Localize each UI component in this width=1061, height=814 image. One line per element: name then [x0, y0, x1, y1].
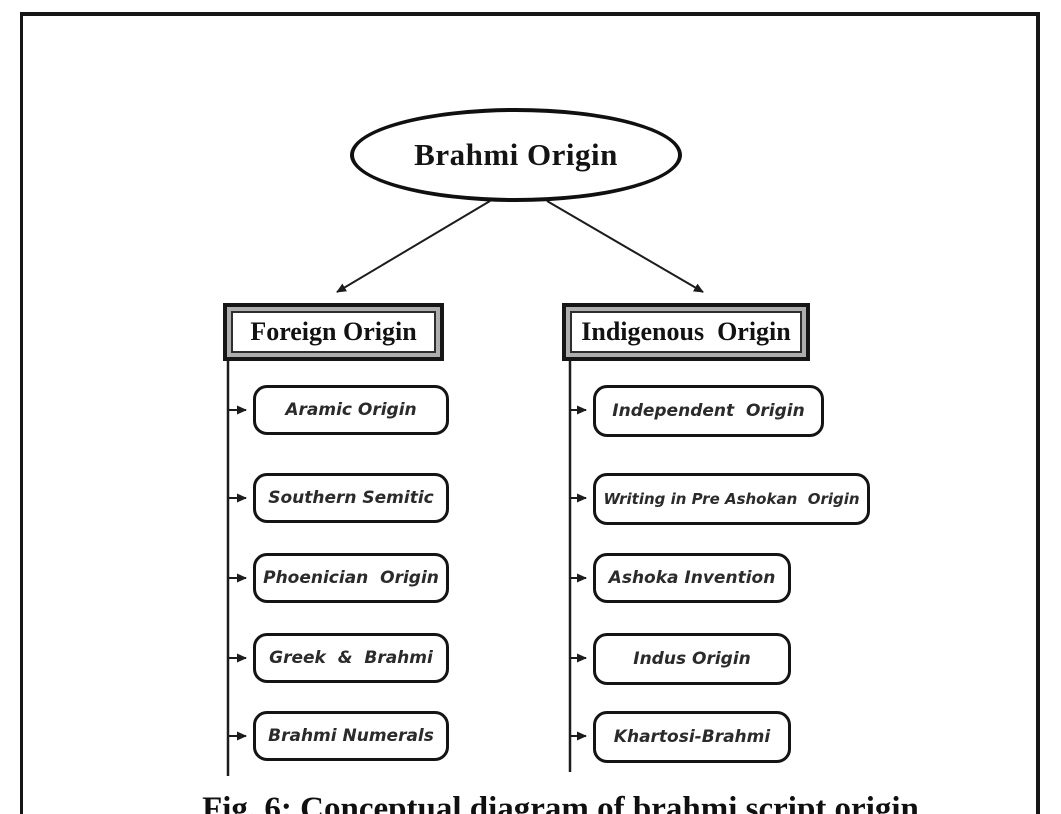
node-khartosi-brahmi: Khartosi-Brahmi — [593, 711, 791, 763]
node-label: Southern Semitic — [268, 488, 434, 508]
root-node-brahmi-origin: Brahmi Origin — [350, 108, 682, 202]
node-writing-in-pre-ashokan-origin: Writing in Pre Ashokan Origin — [593, 473, 870, 525]
branch-header-inner: Foreign Origin — [231, 311, 436, 353]
node-label: Greek & Brahmi — [269, 648, 433, 668]
node-label: Phoenician Origin — [263, 568, 439, 588]
node-label: Indus Origin — [633, 649, 751, 669]
node-greek-and-brahmi: Greek & Brahmi — [253, 633, 449, 683]
node-label: Ashoka Invention — [608, 568, 776, 588]
figure-frame — [20, 12, 1040, 814]
node-label: Brahmi Numerals — [268, 726, 434, 746]
branch-header-label: Indigenous Origin — [581, 317, 791, 346]
node-aramic-origin: Aramic Origin — [253, 385, 449, 435]
branch-header-indigenous-origin: Indigenous Origin — [562, 303, 810, 361]
node-southern-semitic: Southern Semitic — [253, 473, 449, 523]
node-independent-origin: Independent Origin — [593, 385, 824, 437]
figure-caption: Fig. 6: Conceptual diagram of brahmi scr… — [202, 791, 919, 814]
node-label: Writing in Pre Ashokan Origin — [603, 490, 860, 508]
node-ashoka-invention: Ashoka Invention — [593, 553, 791, 603]
node-indus-origin: Indus Origin — [593, 633, 791, 685]
node-phoenician-origin: Phoenician Origin — [253, 553, 449, 603]
root-node-label: Brahmi Origin — [414, 137, 618, 172]
branch-header-label: Foreign Origin — [250, 317, 417, 346]
node-brahmi-numerals: Brahmi Numerals — [253, 711, 449, 761]
node-label: Khartosi-Brahmi — [613, 727, 771, 747]
edge-root-to-foreign — [336, 200, 491, 293]
node-label: Independent Origin — [612, 401, 805, 421]
node-label: Aramic Origin — [285, 400, 417, 420]
branch-header-foreign-origin: Foreign Origin — [223, 303, 444, 361]
branch-header-inner: Indigenous Origin — [570, 311, 802, 353]
edge-root-to-indigenous — [546, 200, 704, 293]
